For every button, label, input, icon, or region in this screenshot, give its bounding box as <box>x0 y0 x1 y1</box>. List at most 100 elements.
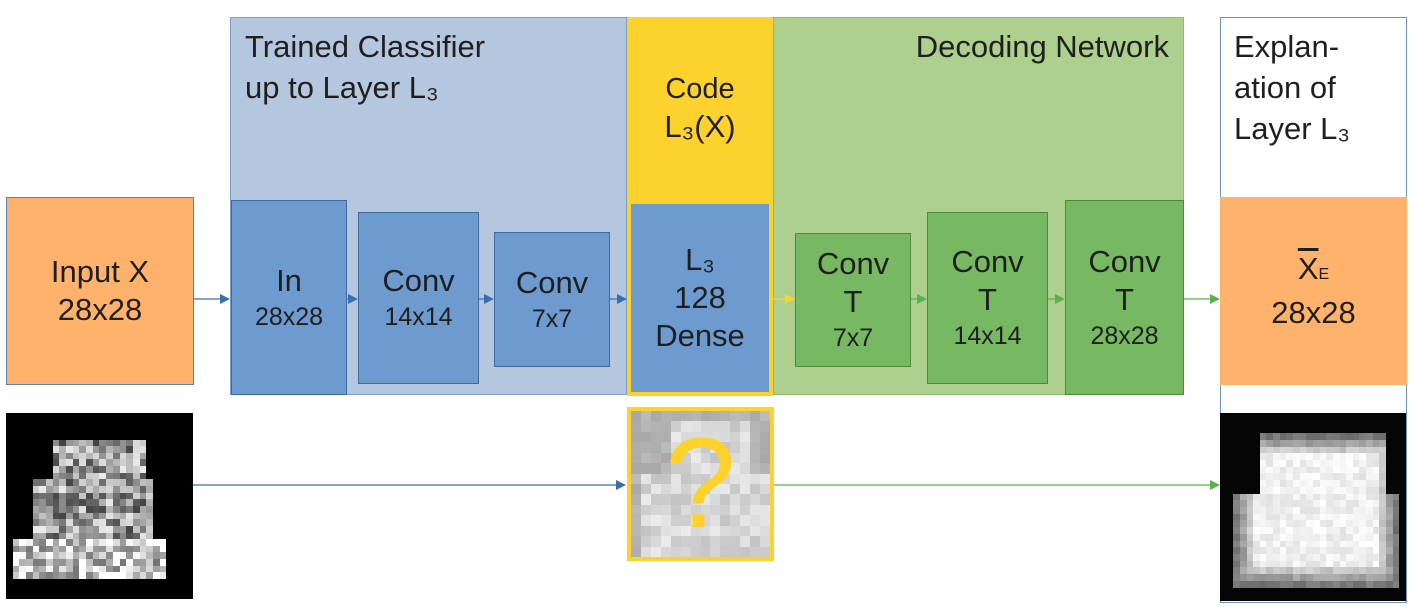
pixel <box>1352 473 1360 481</box>
pixel <box>1366 527 1373 534</box>
pixel <box>1286 527 1294 534</box>
pixel <box>1372 413 1380 420</box>
pixel <box>1220 486 1227 494</box>
pixel <box>59 505 67 513</box>
pixel <box>12 413 20 420</box>
pixel <box>172 519 180 526</box>
pixel <box>1306 466 1313 474</box>
pixel <box>1399 480 1406 487</box>
pixel <box>1293 466 1300 474</box>
pixel <box>172 486 180 493</box>
pixel <box>640 525 651 537</box>
pixel <box>132 525 140 533</box>
pixel <box>1299 547 1307 554</box>
pixel <box>32 439 40 447</box>
pixel <box>1293 439 1300 447</box>
pixel <box>159 413 167 420</box>
pixel <box>1319 594 1327 601</box>
pixel <box>92 432 100 440</box>
pixel <box>1220 580 1227 588</box>
pixel <box>112 505 120 513</box>
pixel <box>132 446 140 453</box>
pixel <box>1279 500 1287 507</box>
pixel <box>1220 560 1227 568</box>
pixel <box>99 565 107 573</box>
pixel <box>1359 486 1367 494</box>
pixel <box>1399 567 1406 575</box>
pixel <box>112 499 120 506</box>
pixel <box>631 473 641 484</box>
pixel <box>32 486 40 493</box>
pixel <box>39 505 47 513</box>
pixel <box>139 545 147 553</box>
pixel <box>730 442 741 453</box>
pixel <box>680 546 691 557</box>
layer-convt-14-name: Conv <box>951 244 1024 279</box>
pixel <box>79 439 87 447</box>
code-title-line2: L₃(X) <box>664 109 736 144</box>
pixel <box>52 413 60 420</box>
pixel <box>72 532 80 540</box>
pixel <box>139 532 147 540</box>
pixel <box>1352 594 1360 601</box>
pixel <box>1233 413 1240 420</box>
pixel <box>1266 473 1274 481</box>
pixel <box>26 439 33 447</box>
pixel <box>1359 547 1367 554</box>
pixel <box>1299 453 1307 460</box>
pixel <box>730 421 741 432</box>
pixel <box>1359 527 1367 534</box>
pixel <box>1312 433 1320 440</box>
pixel <box>146 426 153 433</box>
pixel <box>1279 480 1287 487</box>
pixel <box>1306 554 1313 561</box>
pixel <box>66 446 73 453</box>
pixel <box>1299 533 1307 541</box>
pixel <box>730 504 741 516</box>
pixel <box>631 431 641 443</box>
pixel <box>26 472 33 480</box>
pixel <box>159 446 167 453</box>
pixel <box>26 452 33 460</box>
pixel <box>172 499 180 506</box>
pixel <box>112 592 120 599</box>
pixel <box>92 466 100 473</box>
pixel <box>112 565 120 573</box>
pixel <box>1339 426 1347 434</box>
pixel <box>1286 574 1294 581</box>
pixel <box>1319 540 1327 548</box>
pixel <box>19 559 27 566</box>
pixel <box>1339 580 1347 588</box>
pixel <box>1379 560 1387 568</box>
pixel <box>720 484 731 495</box>
pixel <box>186 432 193 440</box>
pixel <box>32 585 40 593</box>
pixel <box>650 452 661 464</box>
pixel <box>690 421 701 432</box>
pixel <box>66 419 73 427</box>
pixel <box>179 572 187 580</box>
pixel <box>12 499 20 506</box>
pixel <box>1319 453 1327 460</box>
pixel <box>46 559 53 566</box>
pixel <box>119 439 127 447</box>
pixel <box>186 426 193 433</box>
pixel <box>1273 493 1280 501</box>
pixel <box>1239 533 1247 541</box>
pixel <box>52 519 60 526</box>
pixel <box>1246 533 1254 541</box>
pixel <box>1339 594 1347 601</box>
pixel <box>106 499 113 506</box>
pixel <box>1253 493 1260 501</box>
pixel <box>1332 513 1340 521</box>
pixel <box>172 565 180 573</box>
pixel <box>1253 567 1260 575</box>
pixel <box>6 466 13 473</box>
pixel <box>86 413 93 420</box>
pixel <box>19 505 27 513</box>
pixel <box>760 431 770 443</box>
pixel <box>12 492 20 500</box>
pixel <box>710 525 721 537</box>
pixel <box>1273 567 1280 575</box>
pixel <box>1399 574 1406 581</box>
